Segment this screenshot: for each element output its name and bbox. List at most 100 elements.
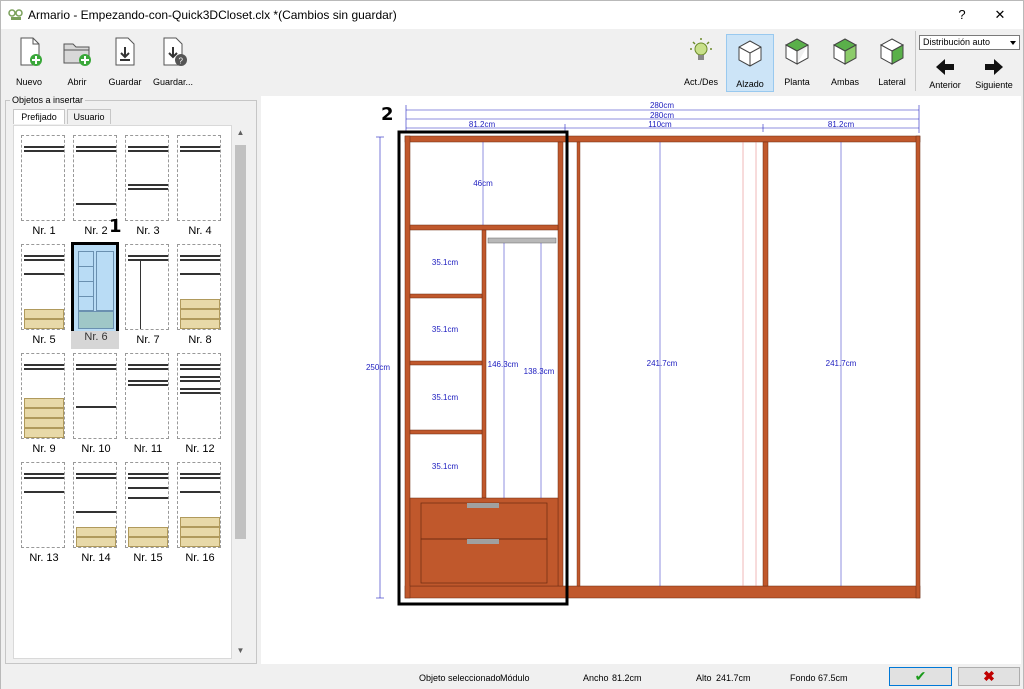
thumbnail-shelf xyxy=(180,273,220,275)
thumbnail-preview xyxy=(125,135,169,221)
thumbnail-drawer xyxy=(24,398,64,408)
thumbnail-preview xyxy=(73,462,117,548)
tab-prefijado[interactable]: Prefijado xyxy=(13,109,65,124)
drawing-canvas[interactable]: 280cm 280cm 110cm 81.2cm 81.2cm 250cm xyxy=(261,96,1021,664)
thumbnail-preview xyxy=(21,353,65,439)
thumbnail-shelf xyxy=(128,380,168,382)
thumbnail-shelf xyxy=(24,259,64,261)
width-value: 81.2cm xyxy=(612,673,642,683)
save-button[interactable]: Guardar xyxy=(106,33,144,91)
object-thumbnail[interactable]: Nr. 3 xyxy=(125,135,171,237)
thumbnail-drawer xyxy=(180,319,220,329)
object-thumbnail[interactable]: Nr. 11 xyxy=(125,353,171,455)
previous-label: Anterior xyxy=(929,80,961,90)
thumbnail-label: Nr. 2 xyxy=(84,225,108,237)
object-thumbnail[interactable]: Nr. 4 xyxy=(177,135,223,237)
thumbnail-shelf xyxy=(76,406,116,408)
thumbnail-shelf xyxy=(128,150,168,152)
thumbnail-shelf xyxy=(180,150,220,152)
height-value: 241.7cm xyxy=(716,673,751,683)
object-thumbnail[interactable]: Nr. 9 xyxy=(21,353,67,455)
object-thumbnail[interactable]: Nr. 1 xyxy=(21,135,67,237)
scroll-up-icon[interactable]: ▲ xyxy=(236,128,245,137)
object-thumbnail[interactable]: Nr. 10 xyxy=(73,353,119,455)
scrollbar-thumb[interactable] xyxy=(235,145,246,539)
object-thumbnail[interactable]: Nr. 13 xyxy=(21,462,67,564)
dim-mid-width: 110cm xyxy=(648,120,672,129)
object-thumbnail[interactable]: Nr. 2 xyxy=(73,135,119,237)
cube-side-icon xyxy=(879,38,905,65)
callout-2: 2 xyxy=(381,104,394,125)
new-file-icon xyxy=(20,37,42,66)
toggle-button[interactable]: Act./Des xyxy=(681,33,721,91)
thumbnail-preview xyxy=(21,462,65,548)
thumbnail-drawer xyxy=(76,527,116,537)
cancel-button[interactable]: ✖ xyxy=(958,667,1020,686)
object-thumbnail[interactable]: Nr. 12 xyxy=(177,353,223,455)
thumbnail-drawer xyxy=(24,418,64,428)
objects-panel-title: Objetos a insertar xyxy=(10,95,86,105)
new-button[interactable]: Nuevo xyxy=(11,33,47,91)
help-button[interactable]: ? xyxy=(958,7,966,22)
dim-shelf-4: 35.1cm xyxy=(432,462,459,471)
thumbnail-preview xyxy=(125,462,169,548)
view-lateral-button[interactable]: Lateral xyxy=(871,33,913,91)
thumbnail-label: Nr. 8 xyxy=(188,334,212,346)
dim-top-shelf: 46cm xyxy=(473,179,493,188)
thumbnail-shelf xyxy=(128,146,168,148)
objects-panel xyxy=(5,100,257,664)
thumbnail-drawer xyxy=(24,408,64,418)
tab-usuario[interactable]: Usuario xyxy=(67,109,111,124)
thumbnail-preview xyxy=(177,244,221,330)
scroll-down-icon[interactable]: ▼ xyxy=(236,646,245,655)
thumbnail-shelf xyxy=(180,477,220,479)
thumbnail-shelf xyxy=(24,473,64,475)
dim-mid-height: 241.7cm xyxy=(647,359,678,368)
thumbnail-preview xyxy=(73,353,117,439)
close-window-button[interactable]: ✕ xyxy=(994,7,1006,22)
thumbnail-label: Nr. 10 xyxy=(81,443,111,455)
thumbnail-label: Nr. 12 xyxy=(185,443,215,455)
open-button[interactable]: Abrir xyxy=(59,33,95,91)
next-button[interactable]: Siguiente xyxy=(972,55,1016,95)
title-bar: Armario - Empezando-con-Quick3DCloset.cl… xyxy=(1,1,1023,29)
view-planta-button[interactable]: Planta xyxy=(777,33,817,91)
object-thumbnail[interactable]: Nr. 5 xyxy=(21,244,67,346)
view-alzado-button[interactable]: Alzado xyxy=(726,34,774,92)
save-as-button[interactable]: ? Guardar... xyxy=(151,33,195,91)
status-bar: Objeto seleccionado Módulo Ancho 81.2cm … xyxy=(1,664,1023,689)
accept-button[interactable]: ✔ xyxy=(889,667,952,686)
dim-shelf-3: 35.1cm xyxy=(432,393,459,402)
distribution-select[interactable]: Distribución auto xyxy=(919,35,1020,50)
thumbnail-shelf xyxy=(128,477,168,479)
object-thumbnail[interactable]: Nr. 14 xyxy=(73,462,119,564)
previous-button[interactable]: Anterior xyxy=(925,55,965,95)
objects-scrollbar[interactable]: ▲ ▼ xyxy=(233,125,248,659)
object-thumbnail[interactable]: Nr. 6 xyxy=(71,242,119,349)
thumbnail-label: Nr. 14 xyxy=(81,552,111,564)
lateral-label: Lateral xyxy=(878,77,906,87)
chevron-down-icon xyxy=(1010,41,1016,45)
dim-right-height: 241.7cm xyxy=(826,359,857,368)
closet-drawing[interactable]: 280cm 280cm 110cm 81.2cm 81.2cm 250cm xyxy=(261,96,1021,664)
thumbnail-shelf xyxy=(24,477,64,479)
thumbnail-drawer xyxy=(76,537,116,547)
thumbnail-drawer xyxy=(180,299,220,309)
object-thumbnail[interactable]: Nr. 7 xyxy=(125,244,171,346)
thumbnail-shelf xyxy=(128,184,168,186)
view-ambas-button[interactable]: Ambas xyxy=(825,33,865,91)
thumbnail-label: Nr. 4 xyxy=(188,225,212,237)
thumbnail-drawer xyxy=(24,319,64,329)
thumbnail-label: Nr. 7 xyxy=(136,334,160,346)
object-thumbnail[interactable]: Nr. 16 xyxy=(177,462,223,564)
thumbnail-shelf xyxy=(128,497,168,499)
object-thumbnail[interactable]: Nr. 8 xyxy=(177,244,223,346)
alzado-label: Alzado xyxy=(736,79,764,89)
thumbnail-shelf xyxy=(128,368,168,370)
dim-height: 250cm xyxy=(366,363,390,372)
thumbnail-shelf xyxy=(180,491,220,493)
object-thumbnail[interactable]: Nr. 15 xyxy=(125,462,171,564)
thumbnail-preview xyxy=(177,462,221,548)
save-as-icon: ? xyxy=(163,37,187,66)
